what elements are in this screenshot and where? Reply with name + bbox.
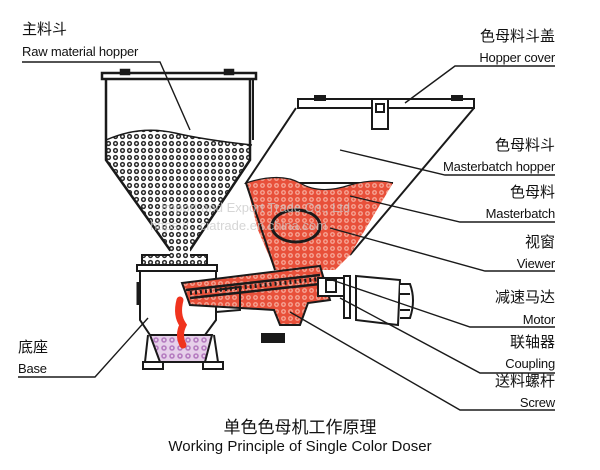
label-viewer-en: Viewer [516, 256, 556, 271]
label-coupling-en: Coupling [505, 356, 555, 371]
label-screw-zh: 送料螺杆 [494, 372, 555, 390]
masterbatch-stream [175, 296, 188, 349]
label-coupling-zh: 联轴器 [509, 333, 555, 351]
leader-lines [18, 61, 555, 411]
base [142, 296, 224, 370]
label-motor-en: Motor [522, 312, 555, 327]
watermark-line-1: ...Import and Export Trade Co., Ltd [150, 200, 351, 215]
label-raw-hopper-en: Raw material hopper [22, 44, 139, 59]
masterbatch-hopper [244, 95, 475, 271]
viewer-window [270, 208, 322, 244]
caption-zh: 单色色母机工作原理 [223, 418, 377, 438]
label-masterbatch-hopper-en: Masterbatch hopper [442, 159, 555, 174]
label-hopper-cover-zh: 色母料斗盖 [479, 27, 555, 45]
label-hopper-cover-en: Hopper cover [479, 50, 555, 65]
label-masterbatch-hopper-zh: 色母料斗 [494, 136, 555, 154]
label-base-zh: 底座 [18, 338, 49, 356]
label-motor-zh: 减速马达 [494, 288, 555, 306]
label-masterbatch-en: Masterbatch [485, 206, 556, 221]
label-screw-en: Screw [519, 395, 555, 410]
watermark-line-2: https://...ciatrade.en.china.com [150, 218, 328, 233]
label-base-en: Base [18, 361, 47, 376]
label-masterbatch-zh: 色母料 [509, 183, 555, 201]
caption-en: Working Principle of Single Color Doser [168, 438, 432, 455]
label-viewer-zh: 视窗 [524, 233, 555, 251]
label-raw-hopper-zh: 主料斗 [22, 20, 68, 38]
